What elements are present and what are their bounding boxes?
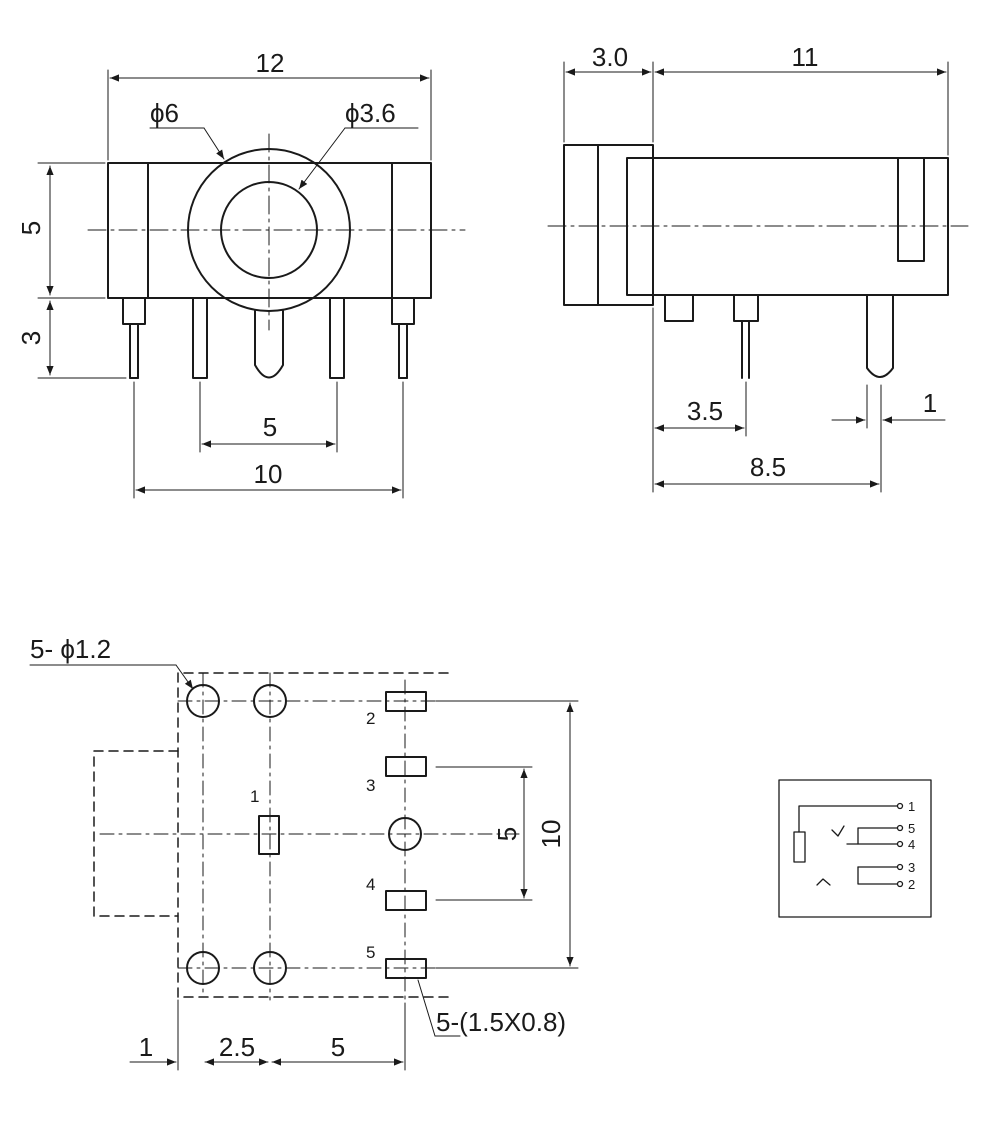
footprint-span-outer-label: 10 [536, 820, 566, 849]
footprint-pads-label: 5-(1.5X0.8) [436, 1007, 566, 1037]
footprint-bottom-label-3: 5 [331, 1032, 345, 1062]
schematic-pin-4: 4 [908, 837, 915, 852]
footprint-view [29, 664, 579, 1071]
front-labels: 12 ϕ6 ϕ3.6 5 3 5 10 [16, 48, 396, 489]
side-body-length-label: 11 [792, 42, 819, 72]
side-view [547, 61, 969, 493]
schematic [778, 779, 932, 918]
footprint-outline [177, 672, 449, 998]
front-outer-dia-label: ϕ6 [150, 98, 179, 128]
pad-number-4: 4 [366, 875, 375, 894]
mount-holes [186, 684, 422, 985]
schematic-pin-2: 2 [908, 877, 915, 892]
side-flange [563, 144, 654, 306]
front-outer-pin-span-label: 10 [254, 459, 283, 489]
pad-number-1: 1 [250, 787, 259, 806]
front-width-label: 12 [256, 48, 285, 78]
footprint-labels: 5- ϕ1.2 1 2 3 4 5 5-(1.5X0.8) 5 10 1 2.5… [30, 634, 566, 1062]
schematic-pin-3: 3 [908, 860, 915, 875]
front-pins [122, 297, 415, 379]
solder-pads [258, 691, 427, 979]
schematic-pin-5: 5 [908, 821, 915, 836]
front-inner-dia-label: ϕ3.6 [345, 98, 396, 128]
schematic-pin-1: 1 [908, 799, 915, 814]
schematic-frame [778, 779, 932, 918]
side-pins [664, 294, 894, 379]
pad-number-3: 3 [366, 776, 375, 795]
side-pin-width-label: 1 [923, 388, 937, 418]
pad-number-5: 5 [366, 943, 375, 962]
side-pin-offset-label: 3.5 [687, 396, 723, 426]
footprint-span-inner-label: 5 [492, 827, 522, 841]
side-labels: 3.0 11 3.5 1 8.5 [592, 42, 937, 482]
pad-number-2: 2 [366, 709, 375, 728]
schematic-labels: 1 5 4 3 2 [908, 799, 915, 892]
footprint-bottom-label-1: 1 [139, 1032, 153, 1062]
side-flange-label: 3.0 [592, 42, 628, 72]
front-pin-length-label: 3 [16, 331, 46, 345]
side-rear-pin-offset-label: 8.5 [750, 452, 786, 482]
footprint-holes-label: 5- ϕ1.2 [30, 634, 111, 664]
footprint-bottom-label-2: 2.5 [219, 1032, 255, 1062]
front-height-label: 5 [16, 221, 46, 235]
front-inner-pin-span-label: 5 [263, 412, 277, 442]
front-view [37, 69, 466, 499]
